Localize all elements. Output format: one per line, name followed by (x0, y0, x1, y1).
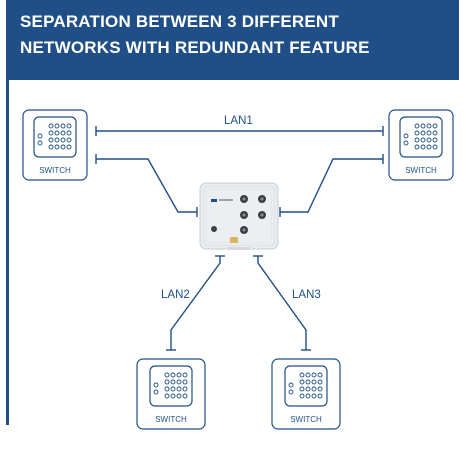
switch-label: SWITCH (39, 166, 71, 175)
right-redundant-line (280, 158, 383, 213)
switch-top-right: SWITCH (388, 109, 454, 181)
header-title-line-2: NETWORKS WITH REDUNDANT FEATURE (20, 38, 370, 57)
switch-label: SWITCH (290, 415, 322, 424)
left-redundant-line (96, 158, 197, 213)
lan1-label: LAN1 (224, 115, 253, 127)
switch-bottom-left: SWITCH (136, 358, 206, 430)
lan2-label: LAN2 (161, 289, 190, 301)
central-device (199, 182, 279, 250)
switch-top-left: SWITCH (22, 109, 88, 181)
lan3-label: LAN3 (292, 289, 321, 301)
lan3-line (257, 256, 307, 350)
lan2-line (170, 256, 221, 350)
header-banner: SEPARATION BETWEEN 3 DIFFERENT NETWORKS … (6, 0, 459, 80)
switch-label: SWITCH (405, 166, 437, 175)
switch-label: SWITCH (155, 415, 187, 424)
header-title-line-1: SEPARATION BETWEEN 3 DIFFERENT (20, 12, 339, 31)
left-accent-bar (6, 80, 9, 425)
switch-bottom-right: SWITCH (271, 358, 341, 430)
